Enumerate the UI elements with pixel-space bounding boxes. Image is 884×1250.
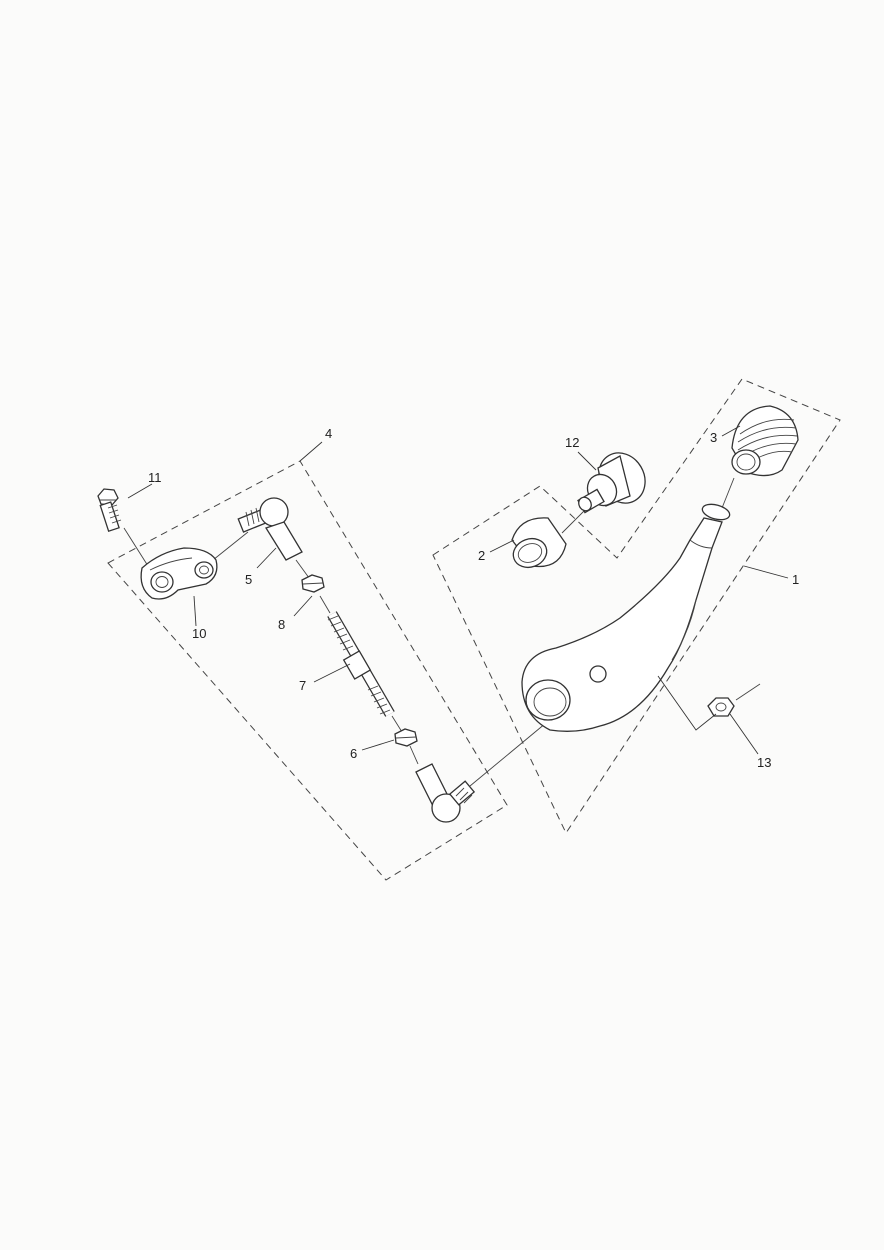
callout-6: 6: [350, 746, 357, 761]
callout-10: 10: [192, 626, 206, 641]
callout-7: 7: [299, 678, 306, 693]
part-2-bush: [511, 517, 567, 569]
part-6-nut: [394, 728, 418, 747]
leader-lines: [127, 425, 789, 755]
part-12-pivot-spacer: [577, 452, 646, 514]
part-1-gear-pedal: [521, 503, 731, 732]
callout-4: 4: [325, 426, 332, 441]
callout-1: 1: [792, 572, 799, 587]
part-5-rod-end-lower: [415, 763, 476, 823]
callout-12: 12: [565, 435, 579, 450]
part-7-threaded-rod: [327, 611, 395, 717]
part-5-rod-end: [237, 497, 303, 561]
callout-8: 8: [278, 617, 285, 632]
callout-13: 13: [757, 755, 771, 770]
part-10-clevis: [140, 547, 218, 600]
part-11-bolt: [97, 488, 122, 532]
callout-labels: 1 2 3 4 5 6 7 8 10 11 12 13: [148, 426, 799, 770]
callout-5: 5: [245, 572, 252, 587]
part-3-pedal-rubber: [731, 405, 799, 477]
callout-2: 2: [478, 548, 485, 563]
callout-11: 11: [148, 470, 162, 485]
part-13-nut: [707, 697, 735, 717]
callout-3: 3: [710, 430, 717, 445]
linkage-assembly-outline: [107, 460, 508, 881]
part-8-nut: [301, 574, 325, 593]
